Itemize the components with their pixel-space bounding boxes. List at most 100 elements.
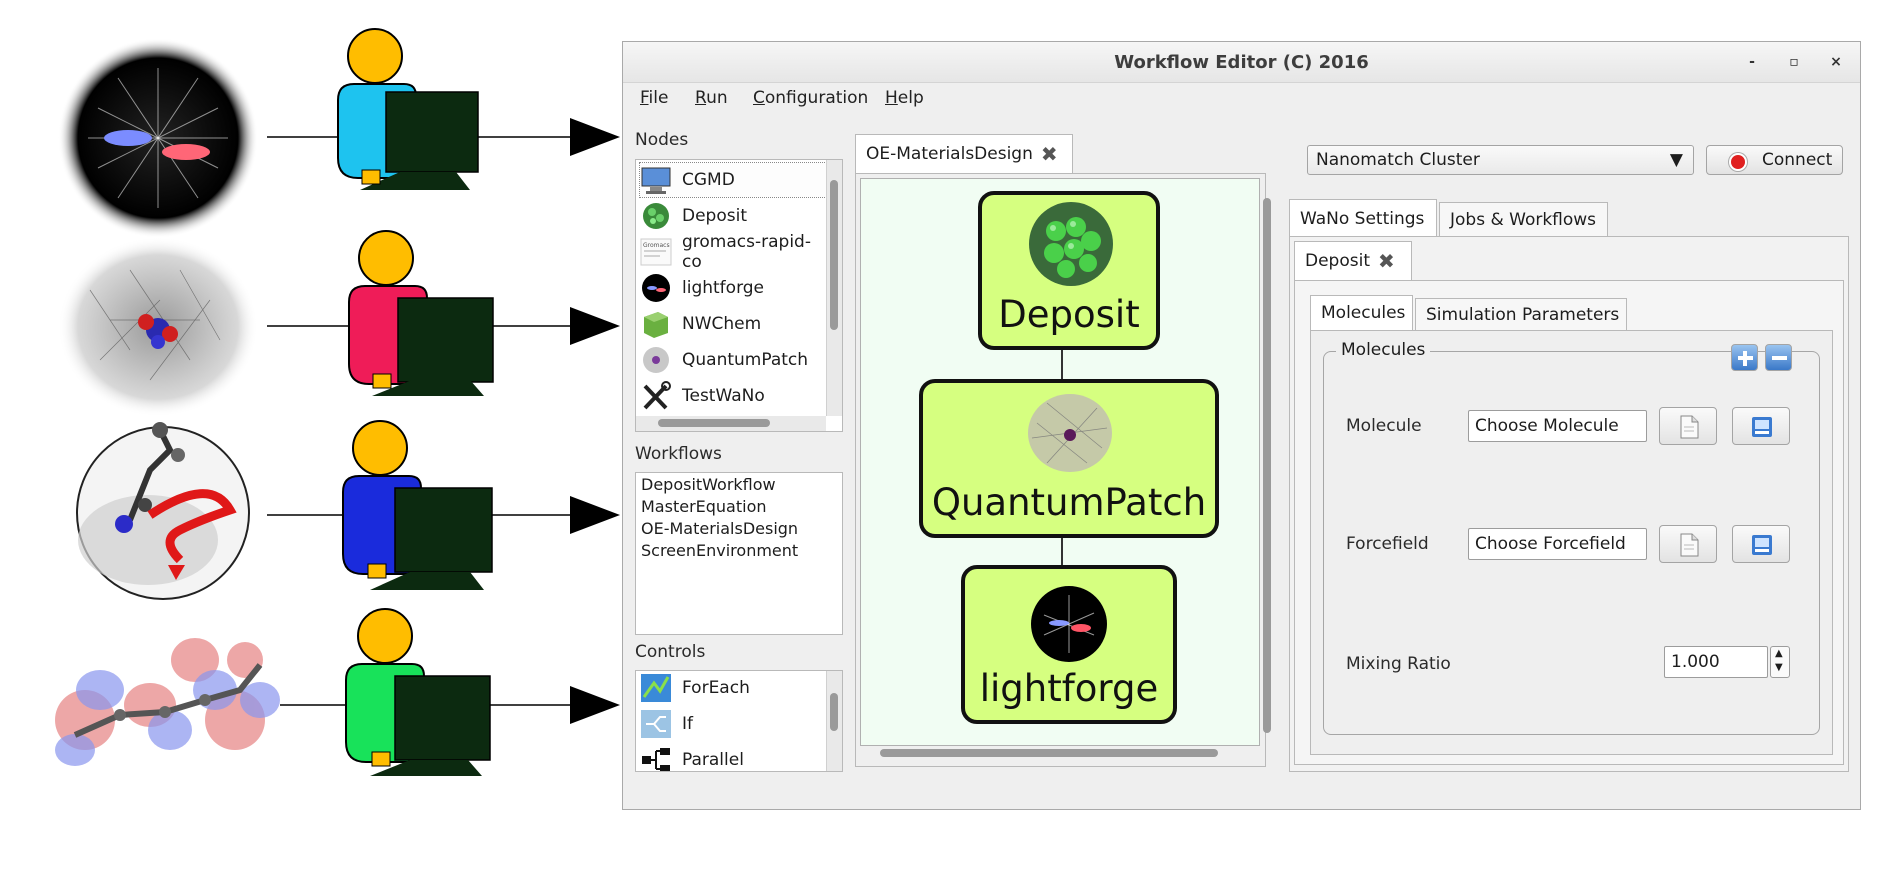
arrow-icon bbox=[570, 686, 620, 724]
spin-up-icon[interactable]: ▲ bbox=[1775, 648, 1783, 659]
menu-file[interactable]: File bbox=[640, 88, 669, 108]
user-icon bbox=[348, 230, 494, 396]
workflow-node-label: Deposit bbox=[998, 293, 1140, 336]
molecule-label: Molecule bbox=[1346, 416, 1422, 436]
menu-configuration[interactable]: Configuration bbox=[753, 88, 869, 108]
workflow-users-illustration bbox=[55, 28, 620, 776]
control-item-parallel[interactable]: Parallel bbox=[640, 743, 830, 771]
node-item-gromacs[interactable]: Gromacs gromacs-rapid-co bbox=[640, 232, 830, 272]
tools-icon bbox=[643, 381, 671, 410]
tab-oe-materialsdesign[interactable]: OE-MaterialsDesign✖ bbox=[855, 134, 1073, 174]
spin-down-icon[interactable]: ▼ bbox=[1775, 662, 1783, 673]
open-forcefield-file-button[interactable] bbox=[1659, 525, 1717, 563]
workflow-item[interactable]: OE-MaterialsDesign bbox=[641, 519, 799, 538]
node-item-lightforge[interactable]: lightforge bbox=[640, 271, 830, 305]
tab-deposit[interactable]: Deposit✖ bbox=[1294, 241, 1412, 281]
nodes-list: CGMD Deposit Gromacs gromacs-rapid-co li… bbox=[635, 159, 843, 432]
quantumpatch-icon bbox=[1028, 394, 1112, 472]
computer-import-icon bbox=[1752, 535, 1772, 555]
gromacs-icon: Gromacs bbox=[640, 238, 672, 266]
arrow-icon bbox=[570, 496, 620, 534]
workflow-item[interactable]: ScreenEnvironment bbox=[641, 541, 799, 560]
control-item-foreach[interactable]: ForEach bbox=[640, 671, 830, 705]
workflow-item[interactable]: DepositWorkflow bbox=[641, 475, 776, 494]
workflow-node-quantumpatch[interactable]: QuantumPatch bbox=[919, 379, 1219, 538]
svg-text:Gromacs: Gromacs bbox=[643, 242, 670, 249]
orbital-molecule-image bbox=[55, 638, 280, 766]
forcefield-field[interactable]: Choose Forcefield bbox=[1468, 528, 1647, 560]
canvas-vscrollbar[interactable] bbox=[1260, 178, 1276, 746]
controls-list: ForEach If Parallel bbox=[635, 670, 843, 772]
molecule-surface-image bbox=[76, 422, 250, 600]
quantumpatch-sim-image bbox=[58, 237, 258, 417]
tab-simulation-parameters[interactable]: Simulation Parameters bbox=[1415, 298, 1627, 331]
foreach-icon bbox=[641, 674, 671, 702]
forcefield-label: Forcefield bbox=[1346, 534, 1429, 554]
nodes-vscroll-thumb[interactable] bbox=[830, 180, 838, 330]
controls-vscroll-thumb[interactable] bbox=[830, 693, 838, 731]
wano-settings-panel: Deposit✖ Molecules Simulation Parameters… bbox=[1289, 236, 1849, 772]
molecule-field[interactable]: Choose Molecule bbox=[1468, 410, 1647, 442]
arrow-icon bbox=[570, 118, 620, 156]
minimize-button[interactable]: - bbox=[1749, 54, 1755, 70]
computer-import-icon bbox=[1752, 417, 1772, 437]
import-molecule-button[interactable] bbox=[1732, 407, 1790, 445]
deposit-panel: Molecules Simulation Parameters Molecule… bbox=[1294, 280, 1844, 765]
close-tab-icon[interactable]: ✖ bbox=[1040, 142, 1058, 166]
deposit-icon bbox=[643, 203, 669, 229]
remove-button[interactable] bbox=[1765, 344, 1792, 371]
control-item-if[interactable]: If bbox=[640, 707, 830, 741]
deposit-icon bbox=[1029, 202, 1113, 286]
connect-button[interactable]: Connect bbox=[1706, 145, 1843, 175]
mixing-ratio-spinner[interactable]: ▲ ▼ bbox=[1770, 646, 1790, 678]
window-title: Workflow Editor (C) 2016 bbox=[1114, 52, 1369, 73]
if-icon bbox=[641, 710, 671, 738]
mixing-ratio-input[interactable]: 1.000 bbox=[1664, 646, 1768, 678]
canvas-vscroll-thumb[interactable] bbox=[1263, 198, 1271, 733]
import-forcefield-button[interactable] bbox=[1732, 525, 1790, 563]
node-item-cgmd[interactable]: CGMD bbox=[639, 162, 831, 198]
molecules-group: Molecules Molecule Choose Molecule bbox=[1323, 340, 1820, 735]
close-tab-icon[interactable]: ✖ bbox=[1378, 249, 1395, 273]
connection-status-icon bbox=[1729, 153, 1747, 171]
nodes-label: Nodes bbox=[635, 130, 689, 150]
menu-run[interactable]: Run bbox=[695, 88, 728, 108]
workflows-list: DepositWorkflow MasterEquation OE-Materi… bbox=[635, 472, 843, 635]
canvas-hscroll-thumb[interactable] bbox=[880, 749, 1218, 757]
lightforge-icon bbox=[642, 274, 670, 302]
cluster-select[interactable]: Nanomatch Cluster ▼ bbox=[1307, 145, 1694, 175]
workflow-canvas[interactable]: Deposit QuantumPatch bbox=[860, 178, 1260, 746]
nodes-vscrollbar[interactable] bbox=[826, 160, 842, 416]
lightforge-sim-image bbox=[58, 38, 258, 238]
workflow-editor-window: Workflow Editor (C) 2016 - ▫ × File Run … bbox=[622, 41, 1861, 810]
workflow-node-deposit[interactable]: Deposit bbox=[978, 191, 1160, 350]
cgmd-icon bbox=[641, 167, 671, 194]
connector-line bbox=[1061, 349, 1063, 381]
connector-line bbox=[1061, 535, 1063, 567]
plus-icon-vertical bbox=[1743, 351, 1747, 366]
tab-molecules[interactable]: Molecules bbox=[1310, 295, 1413, 331]
workflow-item[interactable]: MasterEquation bbox=[641, 497, 767, 516]
open-file-button[interactable] bbox=[1659, 407, 1717, 445]
add-button[interactable] bbox=[1731, 344, 1758, 371]
user-icon bbox=[337, 28, 479, 190]
controls-vscrollbar[interactable] bbox=[826, 671, 842, 771]
tab-jobs-workflows[interactable]: Jobs & Workflows bbox=[1439, 202, 1608, 237]
node-item-nwchem[interactable]: NWChem bbox=[640, 307, 830, 341]
close-button[interactable]: × bbox=[1830, 54, 1842, 70]
molecules-group-title: Molecules bbox=[1336, 340, 1431, 360]
tab-wano-settings[interactable]: WaNo Settings bbox=[1289, 199, 1437, 237]
menu-help[interactable]: Help bbox=[885, 88, 924, 108]
maximize-button[interactable]: ▫ bbox=[1789, 54, 1799, 70]
document-icon bbox=[1680, 415, 1699, 439]
workflow-node-lightforge[interactable]: lightforge bbox=[961, 565, 1177, 724]
user-icon bbox=[345, 608, 491, 776]
title-bar: Workflow Editor (C) 2016 - ▫ × bbox=[623, 42, 1860, 83]
node-item-testwano[interactable]: TestWaNo bbox=[640, 379, 830, 413]
canvas-hscrollbar[interactable] bbox=[860, 746, 1260, 762]
menu-bar: File Run Configuration Help bbox=[623, 82, 1860, 112]
node-item-deposit[interactable]: Deposit bbox=[640, 199, 830, 233]
node-item-quantumpatch[interactable]: QuantumPatch bbox=[640, 343, 830, 377]
nodes-hscroll-thumb[interactable] bbox=[658, 419, 770, 427]
nodes-hscrollbar[interactable] bbox=[636, 416, 826, 431]
